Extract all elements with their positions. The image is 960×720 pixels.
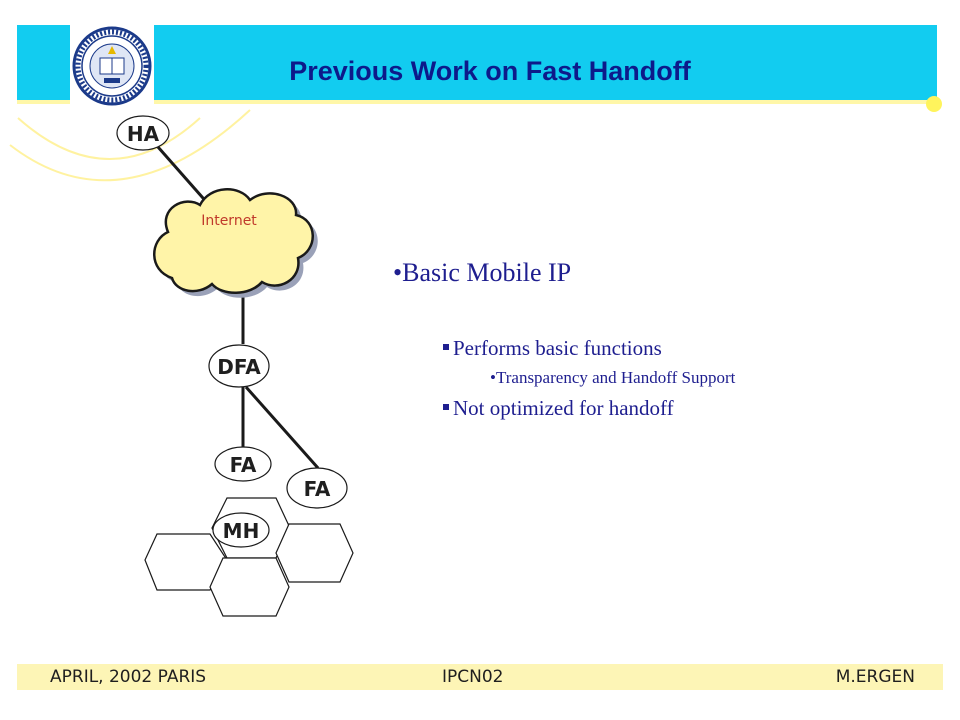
decorative-arc [17, 117, 201, 160]
cell-hexagon [144, 533, 228, 591]
footer-date-location: APRIL, 2002 PARIS [50, 667, 207, 687]
decorative-dot [926, 96, 942, 112]
subbullet-performs-text: Performs basic functions [453, 336, 662, 360]
cell-hexagon [209, 557, 290, 617]
subbullet-not-optimized: Not optimized for handoff [443, 396, 674, 421]
square-bullet-icon [443, 344, 449, 351]
fa-left-node: FA [214, 446, 272, 482]
dfa-node: DFA [208, 344, 270, 388]
square-bullet-icon [443, 404, 449, 411]
bullet-dot-icon: • [490, 368, 496, 387]
header-rule [17, 100, 937, 104]
bullet-dot-icon: • [393, 258, 403, 287]
subbullet-not-optimized-text: Not optimized for handoff [453, 396, 674, 420]
footer-author: M.ERGEN [835, 667, 915, 687]
ha-node: HA [116, 115, 170, 151]
slide-title: Previous Work on Fast Handoff [289, 56, 691, 86]
fa-right-node: FA [286, 467, 348, 509]
subbullet-performs: Performs basic functions [443, 336, 662, 361]
dfa-label: DFA [217, 355, 261, 379]
bullet-basic-mobile-ip: •Basic Mobile IP [393, 258, 571, 288]
ha-label: HA [127, 122, 160, 146]
subsubbullet-text: Transparency and Handoff Support [495, 368, 736, 387]
header-band [17, 25, 937, 101]
mh-label: MH [223, 519, 260, 543]
fa-right-label: FA [304, 477, 331, 501]
link-dfa-fa-right [244, 386, 320, 469]
footer-bar: APRIL, 2002 PARIS IPCN02 M.ERGEN [17, 664, 943, 690]
subsubbullet-transparency: •Transparency and Handoff Support [490, 368, 735, 388]
bullet-main-text: Basic Mobile IP [402, 258, 572, 287]
mh-node: MH [212, 512, 270, 548]
footer-conference: IPCN02 [442, 667, 504, 687]
cell-hexagon [275, 523, 354, 583]
internet-cloud [153, 188, 318, 298]
internet-label: Internet [201, 213, 257, 229]
fa-left-label: FA [230, 453, 257, 477]
university-seal-logo [70, 22, 154, 110]
link-ha-internet [156, 146, 212, 207]
decorative-arc [9, 109, 251, 182]
